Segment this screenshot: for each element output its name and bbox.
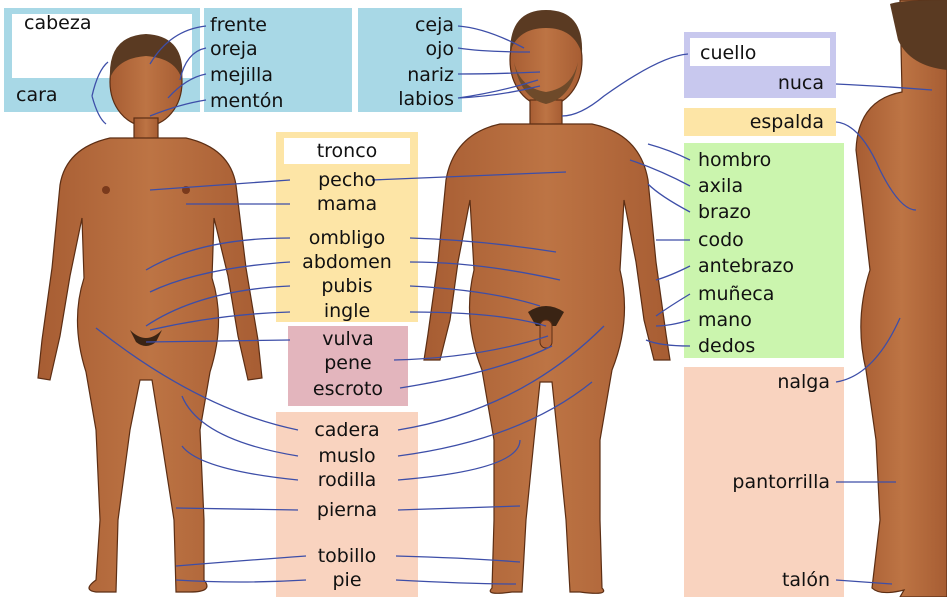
leg-box [276, 412, 418, 597]
label-cuello: cuello [700, 42, 757, 64]
label-pie: pie [332, 569, 362, 591]
female-figure [37, 37, 263, 593]
face-box-2 [358, 8, 462, 112]
label-abdomen: abdomen [302, 251, 392, 273]
back-box [684, 108, 836, 136]
label-cabeza: cabeza [24, 12, 92, 34]
label-nuca: nuca [777, 72, 824, 94]
label-tronco: tronco [316, 140, 378, 162]
label-mano: mano [698, 309, 752, 331]
male-genitals [539, 319, 553, 349]
male-pubic-hair [528, 306, 564, 326]
label-tobillo: tobillo [317, 545, 377, 567]
male-figure [423, 13, 671, 594]
female-nipple-l [102, 186, 110, 194]
label-pene: pene [324, 352, 372, 374]
label-ingle: ingle [323, 300, 371, 322]
label-frente: frente [210, 14, 267, 36]
rear-hair [890, 0, 947, 70]
face-box [204, 8, 352, 112]
label-talon: talón [781, 569, 830, 591]
trunk-inner-white [284, 138, 410, 164]
male-beard [514, 62, 578, 104]
label-pantorrilla: pantorrilla [732, 471, 830, 493]
label-pecho: pecho [318, 169, 376, 191]
rear-figure [855, 0, 947, 597]
label-cadera: cadera [314, 419, 380, 441]
label-ojo: ojo [425, 38, 454, 60]
label-espalda: espalda [749, 111, 824, 133]
label-labios: labios [398, 88, 454, 110]
label-nariz: nariz [407, 64, 454, 86]
label-oreja: oreja [210, 38, 258, 60]
label-codo: codo [698, 229, 744, 251]
label-nalga: nalga [777, 371, 830, 393]
label-mama: mama [316, 193, 378, 215]
label-brazo: brazo [698, 201, 752, 223]
label-antebrazo: antebrazo [698, 255, 794, 277]
neck-inner-white [690, 38, 830, 66]
male-hair [510, 10, 583, 54]
label-cara: cara [16, 84, 58, 106]
label-dedos: dedos [698, 335, 756, 357]
leader-lines [91, 25, 933, 585]
label-muneca: muñeca [698, 283, 775, 305]
label-rodilla: rodilla [317, 469, 377, 491]
label-pubis: pubis [321, 275, 373, 297]
label-vulva: vulva [322, 328, 374, 350]
label-axila: axila [698, 175, 744, 197]
arm-box [684, 143, 844, 358]
label-pierna: pierna [316, 499, 378, 521]
genital-box [288, 326, 408, 406]
label-muslo: muslo [318, 445, 376, 467]
label-ombligo: ombligo [308, 227, 386, 249]
label-ceja: ceja [414, 14, 454, 36]
label-hombro: hombro [698, 149, 772, 171]
label-menton: mentón [210, 90, 284, 112]
label-mejilla: mejilla [210, 64, 273, 86]
rear-box [684, 367, 844, 597]
label-escroto: escroto [312, 378, 384, 400]
